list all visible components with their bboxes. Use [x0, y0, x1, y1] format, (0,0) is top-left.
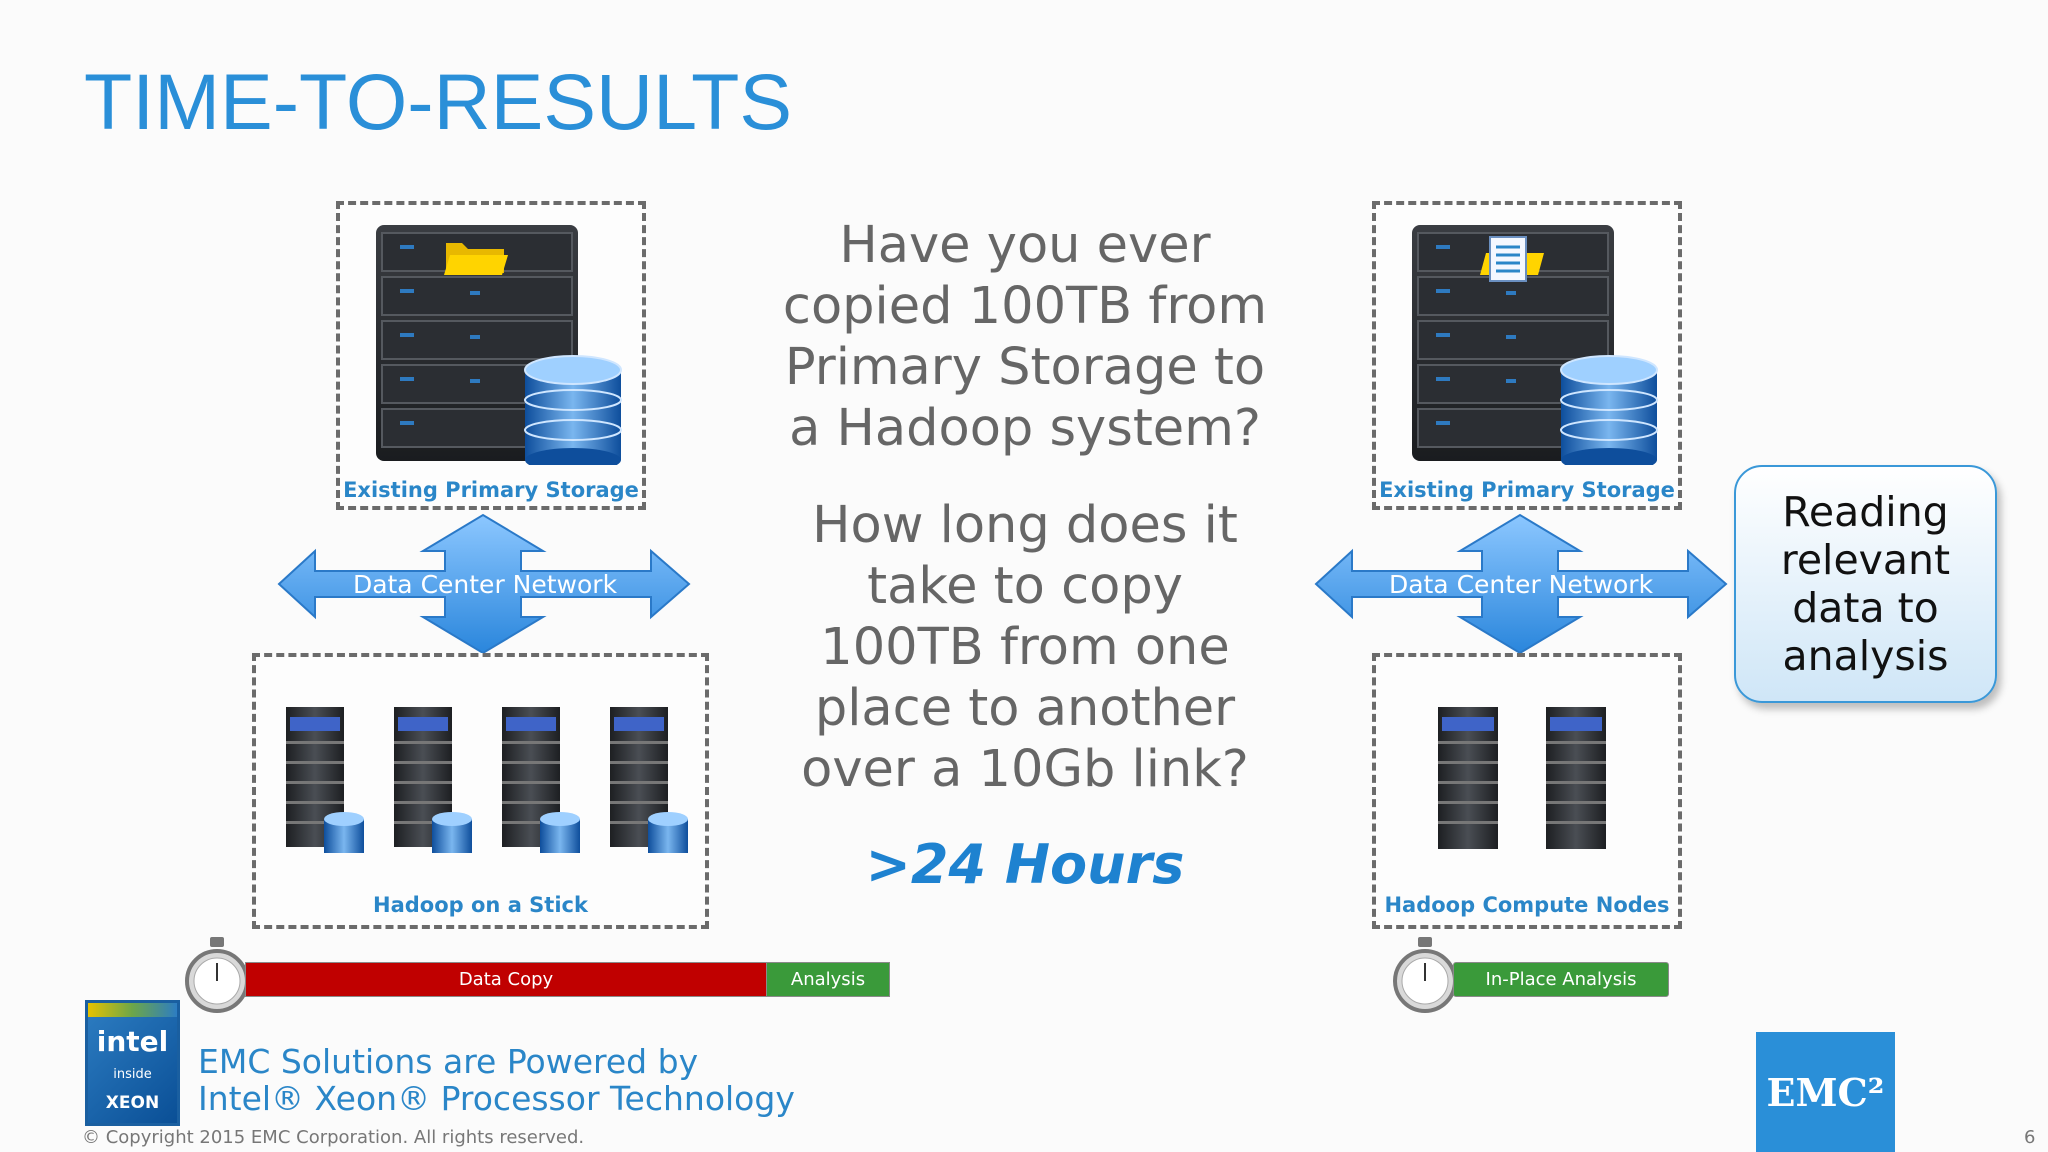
- intel-xeon-logo: intel inside XEON: [85, 1000, 180, 1126]
- intel-logo-inside: inside: [113, 1067, 152, 1082]
- stopwatch-icon: [1393, 937, 1457, 1013]
- double-arrow-icon: [277, 513, 691, 655]
- data-copy-bar: Data Copy: [245, 962, 767, 997]
- footer-statement: EMC Solutions are Powered by Intel® Xeon…: [198, 1043, 795, 1117]
- copyright-text: © Copyright 2015 EMC Corporation. All ri…: [82, 1127, 585, 1148]
- right-network-label: Data Center Network: [1388, 570, 1654, 599]
- reading-data-callout: Reading relevant data to analysis: [1734, 465, 1997, 703]
- folder-icon: [444, 243, 508, 275]
- question-1-line: copied 100TB from: [782, 277, 1268, 336]
- document-icon: [1480, 236, 1544, 282]
- question-1-line: a Hadoop system?: [789, 399, 1261, 458]
- question-1: Have you ever copied 100TB from Primary …: [740, 215, 1310, 459]
- question-1-line: Have you ever: [839, 216, 1211, 275]
- footer-line-2: Intel® Xeon® Processor Technology: [198, 1079, 795, 1118]
- callout-line: data to: [1792, 584, 1939, 632]
- right-primary-storage-box: Existing Primary Storage: [1372, 201, 1682, 510]
- question-2-line: place to another: [814, 679, 1236, 738]
- left-network-label: Data Center Network: [352, 570, 618, 599]
- right-hadoop-label: Hadoop Compute Nodes: [1384, 893, 1670, 917]
- question-2: How long does it take to copy 100TB from…: [740, 495, 1310, 800]
- database-icon: [524, 355, 622, 465]
- double-arrow-icon: [1314, 513, 1728, 655]
- answer-text: >24 Hours: [865, 833, 1185, 896]
- in-place-analysis-bar: In-Place Analysis: [1453, 962, 1669, 997]
- question-1-line: Primary Storage to: [784, 338, 1266, 397]
- database-icon: [1560, 355, 1658, 465]
- server-rack-icon: [1438, 707, 1606, 849]
- left-hadoop-label: Hadoop on a Stick: [373, 893, 588, 917]
- server-rack-icon: [1412, 225, 1658, 465]
- page-title: TIME-TO-RESULTS: [84, 57, 793, 146]
- left-primary-storage-box: Existing Primary Storage: [336, 201, 646, 510]
- emc-logo: EMC²: [1756, 1032, 1895, 1152]
- callout-line: analysis: [1782, 632, 1949, 680]
- question-2-line: 100TB from one: [820, 618, 1230, 677]
- left-hadoop-box: Hadoop on a Stick: [252, 653, 709, 929]
- callout-line: Reading: [1782, 488, 1949, 536]
- right-hadoop-box: Hadoop Compute Nodes: [1372, 653, 1682, 929]
- left-primary-storage-label: Existing Primary Storage: [343, 478, 639, 502]
- page-number: 6: [2024, 1127, 2036, 1148]
- question-2-line: take to copy: [867, 557, 1183, 616]
- intel-logo-xeon: XEON: [105, 1093, 160, 1113]
- analysis-bar: Analysis: [766, 962, 890, 997]
- right-primary-storage-label: Existing Primary Storage: [1379, 478, 1675, 502]
- intel-logo-word: intel: [96, 1025, 169, 1058]
- question-2-line: over a 10Gb link?: [801, 740, 1249, 799]
- callout-line: relevant: [1780, 536, 1951, 584]
- server-rack-icon: [286, 707, 688, 853]
- footer-line-1: EMC Solutions are Powered by: [198, 1042, 699, 1081]
- question-2-line: How long does it: [812, 496, 1238, 555]
- stopwatch-icon: [185, 937, 249, 1013]
- server-rack-icon: [376, 225, 622, 465]
